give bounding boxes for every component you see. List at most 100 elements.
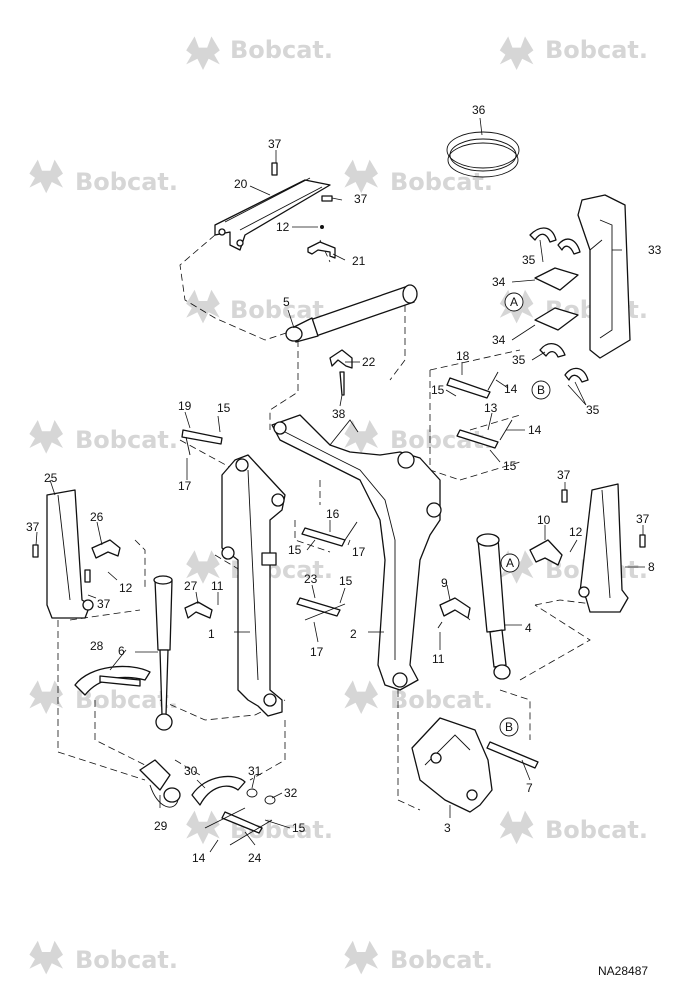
callout-2: 2 xyxy=(350,627,357,641)
bracket-10 xyxy=(529,539,563,566)
callout-15: 15 xyxy=(431,383,445,397)
watermark-text: Bobcat. xyxy=(230,816,333,844)
callout-26: 26 xyxy=(90,510,104,524)
pin-37 xyxy=(561,489,568,503)
pin-37 xyxy=(32,544,39,558)
watermark-layer: Bobcat. Bobcat. Bobcat. Bobcat. Bobcat. … xyxy=(29,36,648,975)
watermark-logo: Bobcat. xyxy=(344,159,493,196)
watermark-text: Bobcat. xyxy=(545,816,648,844)
callout-19: 19 xyxy=(178,399,192,413)
callout-33: 33 xyxy=(648,243,662,257)
callout-35: 35 xyxy=(522,253,536,267)
callout-8: 8 xyxy=(648,560,655,574)
callout-4: 4 xyxy=(525,621,532,635)
reference-marker-a: A xyxy=(510,295,518,309)
callout-3: 3 xyxy=(444,821,451,835)
pin-37 xyxy=(321,195,333,202)
callout-18: 18 xyxy=(456,349,470,363)
fastener-12 xyxy=(320,225,324,229)
clip-9 xyxy=(439,597,471,619)
callout-6: 6 xyxy=(118,644,125,658)
watermark-logo: Bobcat. xyxy=(344,680,493,714)
callout-17: 17 xyxy=(310,645,324,659)
link-28 xyxy=(74,665,151,696)
callout-32: 32 xyxy=(284,786,298,800)
reference-marker-b: B xyxy=(537,383,545,397)
callout-14: 14 xyxy=(192,851,206,865)
callout-21: 21 xyxy=(352,254,366,268)
pin-24 xyxy=(221,811,263,834)
callout-22: 22 xyxy=(362,355,376,369)
callout-29: 29 xyxy=(154,819,168,833)
callout-25: 25 xyxy=(44,471,58,485)
leader-lines xyxy=(35,117,645,853)
callout-28: 28 xyxy=(90,639,104,653)
clamp-35 xyxy=(564,367,589,383)
callout-37: 37 xyxy=(268,137,282,151)
callout-7: 7 xyxy=(526,781,533,795)
callout-24: 24 xyxy=(248,851,262,865)
watermark-text: Bobcat. xyxy=(75,168,178,196)
callout-9: 9 xyxy=(441,576,448,590)
callout-11: 11 xyxy=(211,579,224,593)
callout-12: 12 xyxy=(276,220,290,234)
clip-22 xyxy=(329,349,353,369)
reference-marker-b: B xyxy=(505,720,513,734)
clip-21 xyxy=(307,241,336,259)
pin-19 xyxy=(181,429,223,445)
watermark-logo: Bobcat. xyxy=(344,940,493,975)
guard-8 xyxy=(578,483,629,613)
pin-23 xyxy=(296,597,341,617)
callout-23: 23 xyxy=(304,572,318,586)
callout-13: 13 xyxy=(484,401,498,415)
callout-37: 37 xyxy=(97,597,111,611)
callout-34: 34 xyxy=(492,275,506,289)
top-guard-20 xyxy=(214,177,331,251)
callout-17: 17 xyxy=(178,479,192,493)
watermark-logo: Bobcat. xyxy=(499,36,648,70)
ring-34 xyxy=(534,307,579,331)
link-30 xyxy=(191,775,246,806)
reference-markers: A A B B xyxy=(499,292,551,737)
clamp-35 xyxy=(539,343,566,358)
callout-14: 14 xyxy=(528,423,542,437)
watermark-logo: Bobcat. xyxy=(29,680,178,714)
watermark-logo: Bobcat. xyxy=(29,940,178,975)
bucket-cylinder-6 xyxy=(153,575,173,731)
callout-15: 15 xyxy=(292,821,306,835)
washer-32 xyxy=(264,795,276,805)
bolt-38 xyxy=(339,371,345,396)
callout-14: 14 xyxy=(504,382,518,396)
watermark-text: Bobcat. xyxy=(230,36,333,64)
ring-34 xyxy=(534,267,579,291)
clip-26 xyxy=(91,539,121,559)
arm-1 xyxy=(221,454,286,717)
callout-17: 17 xyxy=(352,545,366,559)
pin-37 xyxy=(271,162,278,176)
watermark-text: Bobcat. xyxy=(390,168,493,196)
callout-15: 15 xyxy=(503,459,517,473)
hose-coil-36 xyxy=(446,131,520,178)
pin-37 xyxy=(84,569,91,583)
callout-15: 15 xyxy=(288,543,302,557)
clamp-35 xyxy=(529,227,557,243)
boom-cylinder-5 xyxy=(285,284,418,343)
callouts: 1 2 3 4 5 6 7 8 9 10 11 11 12 12 12 13 1… xyxy=(26,103,662,865)
callout-15: 15 xyxy=(217,401,231,415)
guard-plate-33 xyxy=(577,194,631,359)
callout-37: 37 xyxy=(636,512,650,526)
watermark-text: Bobcat. xyxy=(75,426,178,454)
callout-35: 35 xyxy=(512,353,526,367)
watermark-text: Bobcat. xyxy=(545,36,648,64)
watermark-logo: Bobcat. xyxy=(29,159,178,196)
callout-5: 5 xyxy=(283,295,290,309)
watermark-text: Bobcat. xyxy=(390,686,493,714)
callout-11: 11 xyxy=(432,652,445,666)
callout-34: 34 xyxy=(492,333,506,347)
watermark-text: Bobcat. xyxy=(390,946,493,974)
callout-37: 37 xyxy=(557,468,571,482)
drawing-number: NA28487 xyxy=(598,964,648,978)
callout-10: 10 xyxy=(537,513,551,527)
callout-38: 38 xyxy=(332,407,346,421)
